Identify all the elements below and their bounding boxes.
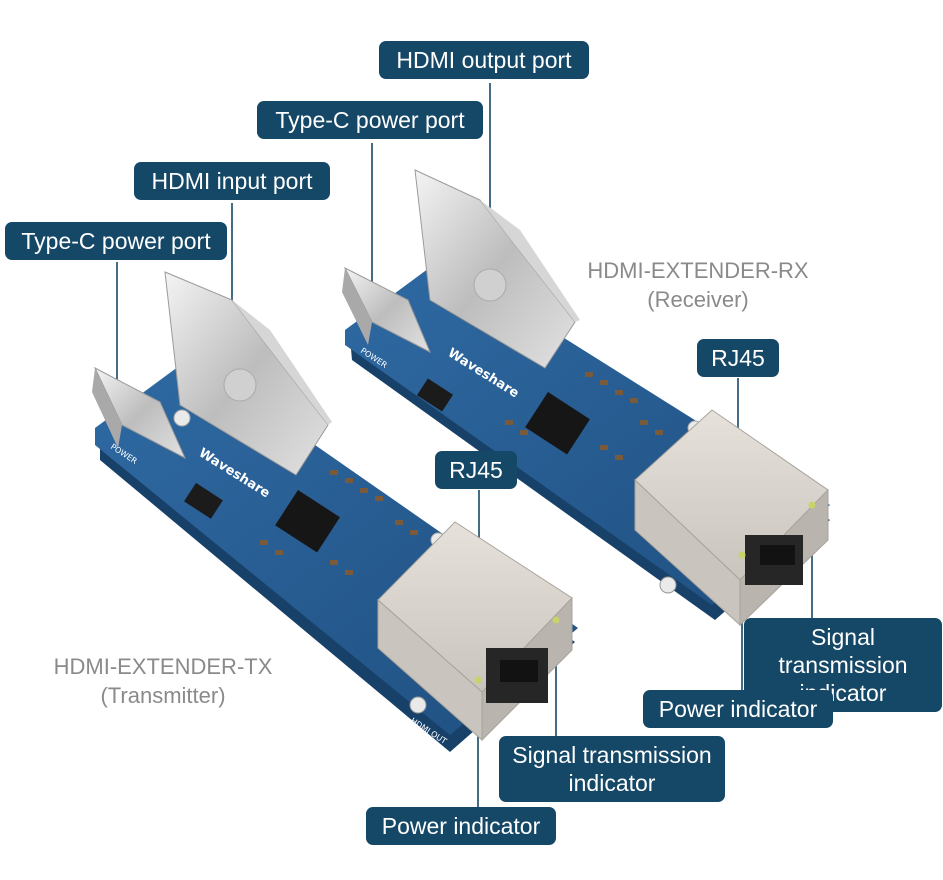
rx-rj45-jack bbox=[634, 409, 829, 627]
rx-smd-components bbox=[505, 372, 663, 460]
callout-tx-signal-indicator: Signal transmission indicator bbox=[499, 736, 725, 803]
callout-tx-hdmi-input-port: HDMI input port bbox=[134, 162, 330, 201]
tx-board-name: HDMI-EXTENDER-TX bbox=[53, 654, 273, 679]
callout-tx-power-indicator: Power indicator bbox=[366, 807, 556, 846]
receiver-board: Waveshare POWER HDMI IN bbox=[342, 169, 830, 627]
callout-rx-rj45: RJ45 bbox=[697, 339, 779, 378]
rx-hdmi-port bbox=[414, 169, 580, 369]
rx-type-c-port bbox=[342, 266, 431, 354]
callout-rx-type-c-power-port: Type-C power port bbox=[257, 101, 483, 140]
rx-board-label: HDMI-EXTENDER-RX (Receiver) bbox=[573, 257, 823, 314]
tx-power-led bbox=[474, 676, 482, 684]
rx-chip bbox=[525, 392, 590, 455]
tx-type-c-port bbox=[92, 366, 187, 460]
callout-tx-rj45: RJ45 bbox=[435, 451, 517, 490]
rx-power-led bbox=[738, 551, 746, 559]
rx-board-role: (Receiver) bbox=[647, 286, 749, 312]
tx-smd-components bbox=[260, 470, 418, 575]
callout-tx-type-c-power-port: Type-C power port bbox=[5, 222, 227, 261]
tx-rj45-jack bbox=[377, 521, 573, 742]
callout-rx-hdmi-output-port: HDMI output port bbox=[379, 41, 589, 80]
tx-hdmi-port bbox=[164, 271, 332, 476]
rx-board-name: HDMI-EXTENDER-RX bbox=[587, 258, 809, 283]
tx-signal-led bbox=[552, 616, 560, 624]
tx-chip bbox=[275, 490, 340, 553]
callout-rx-power-indicator: Power indicator bbox=[643, 690, 833, 729]
tx-board-label: HDMI-EXTENDER-TX (Transmitter) bbox=[38, 653, 288, 710]
tx-board-role: (Transmitter) bbox=[100, 682, 226, 708]
rx-signal-led bbox=[808, 501, 816, 509]
transmitter-board: Waveshare POWER HDMI OUT bbox=[92, 271, 578, 752]
